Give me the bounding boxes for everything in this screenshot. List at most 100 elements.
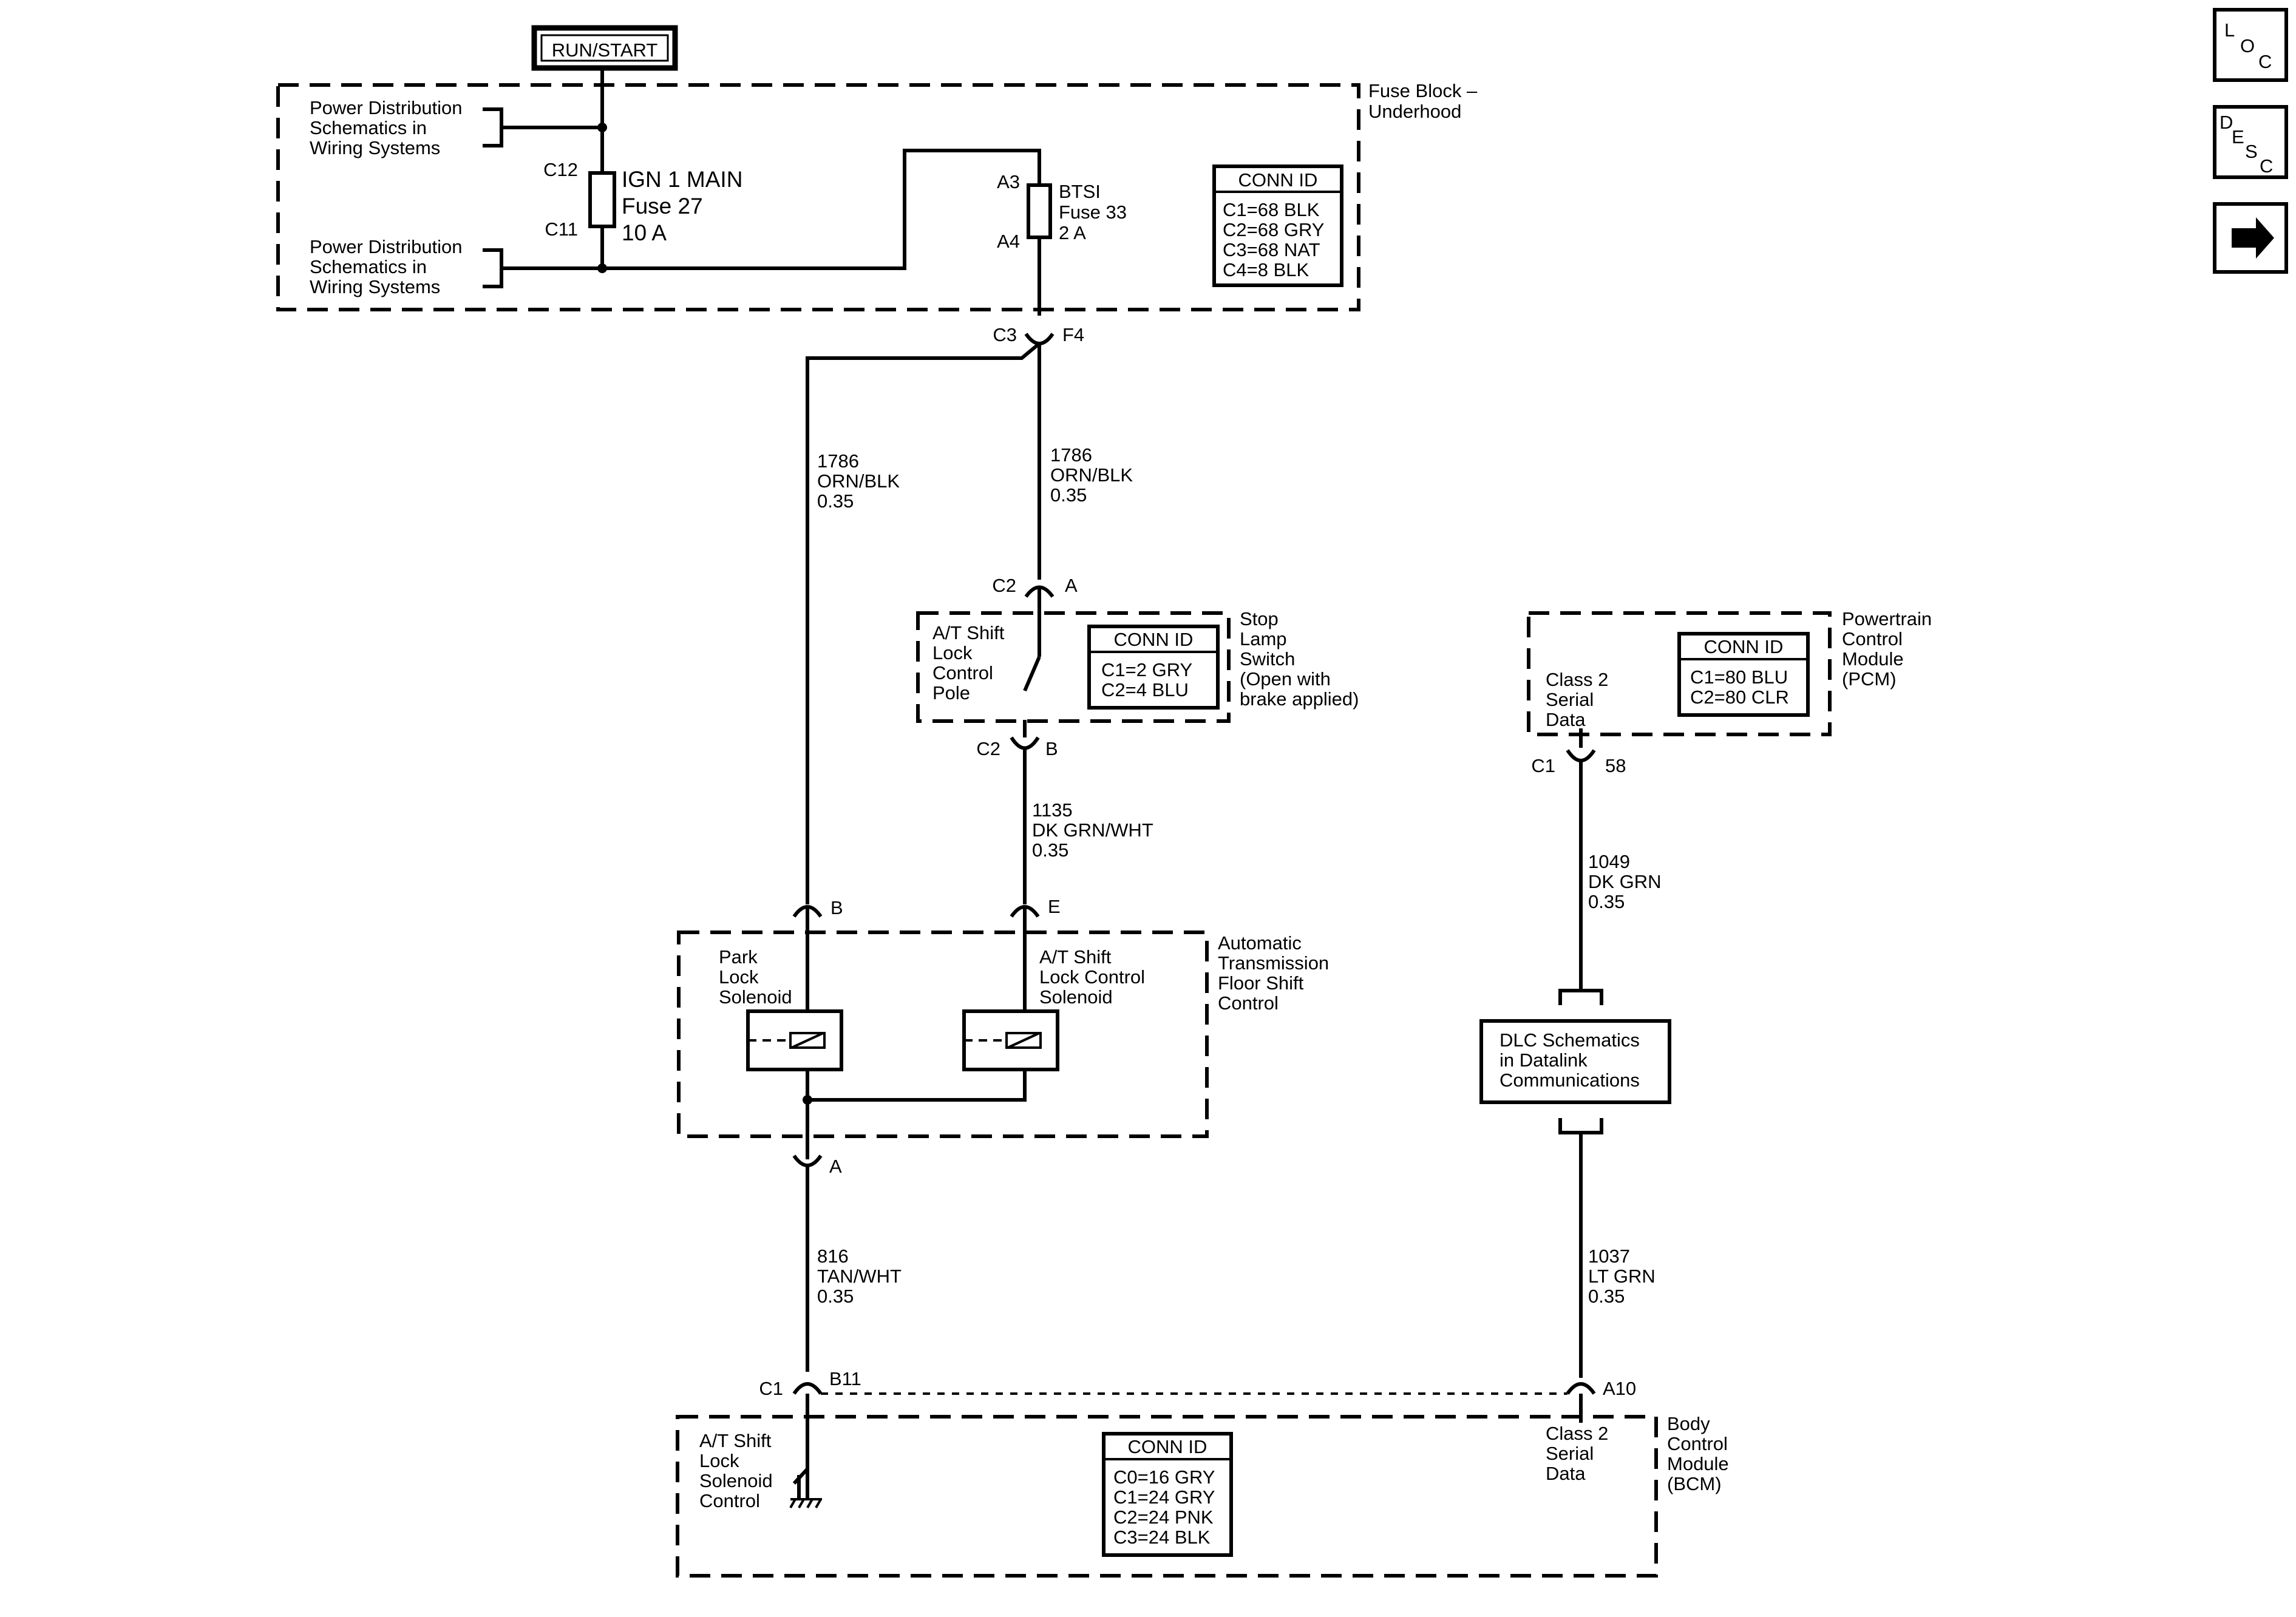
stop-switch-conn-bottom: C2 bbox=[976, 738, 1000, 759]
stop-switch-conn-id-table: CONN ID C1=2 GRY C2=4 BLU bbox=[1087, 625, 1220, 710]
wire-color: LT GRN bbox=[1588, 1266, 1656, 1287]
pds-bottom-line1: Power Distribution bbox=[310, 236, 463, 257]
wire-1786-right-label: 1786 ORN/BLK 0.35 bbox=[1050, 444, 1133, 506]
power-distribution-ref-bottom: Power Distribution Schematics in Wiring … bbox=[310, 236, 602, 297]
fuse-27: C12 C11 IGN 1 MAIN Fuse 27 10 A bbox=[543, 68, 742, 273]
bcm-serial-line: Class 2 bbox=[1546, 1423, 1608, 1444]
loc-button[interactable]: L O C bbox=[2213, 8, 2288, 82]
wire-circuit: 816 bbox=[817, 1246, 849, 1267]
wire-circuit: 1786 bbox=[1050, 444, 1092, 466]
wire-gauge: 0.35 bbox=[817, 1286, 854, 1307]
wire-gauge: 0.35 bbox=[1588, 1286, 1625, 1307]
floor-shift-name-line: Automatic bbox=[1218, 932, 1302, 954]
fuse-block-conn-id-row: C2=68 GRY bbox=[1223, 219, 1324, 240]
stop-switch-pin-top: A bbox=[1065, 575, 1078, 596]
wire-816-label: 816 TAN/WHT 0.35 bbox=[817, 1246, 902, 1307]
pds-bottom-line3: Wiring Systems bbox=[310, 276, 440, 297]
junction-left-label: C3 bbox=[993, 324, 1017, 345]
loc-letter: O bbox=[2240, 35, 2255, 56]
run-start-source: RUN/START bbox=[531, 25, 678, 71]
pcm-conn-id-row: C2=80 CLR bbox=[1690, 686, 1789, 708]
ground-icon bbox=[789, 1498, 822, 1508]
fuse27-fuse: Fuse 27 bbox=[622, 194, 703, 219]
pds-top-line2: Schematics in bbox=[310, 117, 427, 138]
stop-switch-name-line: (Open with bbox=[1240, 668, 1331, 690]
fuse33-name: BTSI bbox=[1059, 181, 1101, 202]
pcm-name-line: (PCM) bbox=[1842, 668, 1897, 690]
floor-shift-name-line: Transmission bbox=[1218, 952, 1329, 974]
wire-gauge: 0.35 bbox=[1032, 839, 1068, 861]
bcm-control-line: Control bbox=[699, 1490, 760, 1511]
fuse-block-name-line1: Fuse Block – bbox=[1368, 80, 1478, 101]
wire-color: DK GRN bbox=[1588, 871, 1662, 892]
stop-lamp-switch: C2 A A/T Shift Lock Control Pole CONN ID… bbox=[916, 575, 1359, 904]
wire-1786-left-label: 1786 ORN/BLK 0.35 bbox=[817, 450, 900, 512]
fuse27-rating: 10 A bbox=[622, 220, 667, 245]
fuse-block-name-line2: Underhood bbox=[1368, 101, 1461, 122]
pcm-name-line: Powertrain bbox=[1842, 608, 1932, 629]
wire-gauge: 0.35 bbox=[1050, 484, 1087, 506]
fuse33-fuse: Fuse 33 bbox=[1059, 202, 1127, 223]
floor-shift-name-line: Floor Shift bbox=[1218, 972, 1304, 994]
arrow-right-icon bbox=[2232, 217, 2274, 259]
pcm-serial-line: Class 2 bbox=[1546, 669, 1608, 690]
pcm-conn-id-table: CONN ID C1=80 BLU C2=80 CLR bbox=[1677, 632, 1810, 717]
park-solenoid-line: Solenoid bbox=[719, 986, 792, 1008]
stop-switch-conn-id-title: CONN ID bbox=[1114, 629, 1194, 650]
pcm-serial-line: Serial bbox=[1546, 689, 1594, 710]
wire-1049-label: 1049 DK GRN 0.35 bbox=[1588, 851, 1662, 912]
desc-letter: S bbox=[2245, 141, 2258, 162]
wire-gauge: 0.35 bbox=[817, 490, 854, 512]
pcm-conn-id-row: C1=80 BLU bbox=[1690, 666, 1788, 688]
shift-solenoid-line: Solenoid bbox=[1039, 986, 1113, 1008]
bcm-name-line: (BCM) bbox=[1667, 1473, 1722, 1494]
bcm-conn-id-row: C3=24 BLK bbox=[1113, 1527, 1211, 1548]
desc-button[interactable]: D E S C bbox=[2213, 105, 2288, 179]
wire-1037-label: 1037 LT GRN 0.35 bbox=[1588, 1246, 1656, 1307]
stop-switch-name-line: Switch bbox=[1240, 648, 1295, 670]
loc-letter: C bbox=[2258, 51, 2272, 72]
stop-switch-pole-line: A/T Shift bbox=[932, 622, 1005, 643]
pds-bottom-line2: Schematics in bbox=[310, 256, 427, 277]
shift-solenoid-line: Lock Control bbox=[1039, 966, 1145, 988]
power-distribution-ref-top: Power Distribution Schematics in Wiring … bbox=[310, 97, 602, 158]
bcm-conn-id-title: CONN ID bbox=[1128, 1436, 1207, 1457]
bcm-conn-id-row: C1=24 GRY bbox=[1113, 1486, 1215, 1508]
stop-switch-conn-id-row: C2=4 BLU bbox=[1101, 679, 1189, 700]
wire-circuit: 1135 bbox=[1032, 799, 1073, 821]
wire-circuit: 1049 bbox=[1588, 851, 1630, 872]
bcm-serial-line: Serial bbox=[1546, 1443, 1594, 1464]
pcm-name-line: Control bbox=[1842, 628, 1903, 649]
fuse33-conn-bottom: A4 bbox=[997, 231, 1020, 252]
wire-color: ORN/BLK bbox=[817, 470, 900, 492]
pcm-conn: C1 bbox=[1531, 755, 1555, 776]
fuse-block-conn-id-row: C3=68 NAT bbox=[1223, 239, 1320, 260]
fuse27-conn-bottom: C11 bbox=[545, 219, 578, 240]
body-control-module: C1 B11 A10 Body Control Module (BCM) A/T… bbox=[676, 1368, 1729, 1578]
park-solenoid-line: Park bbox=[719, 946, 758, 968]
floor-shift-pin-a: A bbox=[829, 1156, 842, 1177]
stop-switch-name-line: Lamp bbox=[1240, 628, 1287, 649]
bcm-name-line: Body bbox=[1667, 1413, 1710, 1434]
desc-letter: C bbox=[2260, 155, 2273, 177]
pcm-serial-line: Data bbox=[1546, 709, 1586, 730]
bcm-pin-left: B11 bbox=[829, 1368, 861, 1389]
stop-switch-pole-line: Pole bbox=[932, 682, 970, 703]
powertrain-control-module: Powertrain Control Module (PCM) Class 2 … bbox=[1527, 608, 1932, 991]
wire-1135-label: 1135 DK GRN/WHT 0.35 bbox=[1032, 799, 1153, 861]
dlc-line: in Datalink bbox=[1500, 1049, 1588, 1071]
wire-color: TAN/WHT bbox=[817, 1266, 902, 1287]
wire-circuit: 1786 bbox=[817, 450, 859, 472]
stop-switch-pin-bottom: B bbox=[1045, 738, 1058, 759]
floor-shift-pin-b: B bbox=[830, 897, 843, 918]
c3-f4-junction: C3 F4 bbox=[806, 324, 1084, 904]
bcm-name-line: Control bbox=[1667, 1433, 1728, 1454]
next-button[interactable] bbox=[2213, 202, 2288, 274]
wire-color: DK GRN/WHT bbox=[1032, 819, 1153, 841]
pcm-name-line: Module bbox=[1842, 648, 1904, 670]
fuse-block-conn-id-row: C1=68 BLK bbox=[1223, 199, 1320, 220]
desc-letter: D bbox=[2220, 112, 2233, 133]
floor-shift-control: B E Automatic Transmission Floor Shift C… bbox=[677, 896, 1329, 1372]
fuse-block-conn-id-title: CONN ID bbox=[1238, 169, 1318, 191]
